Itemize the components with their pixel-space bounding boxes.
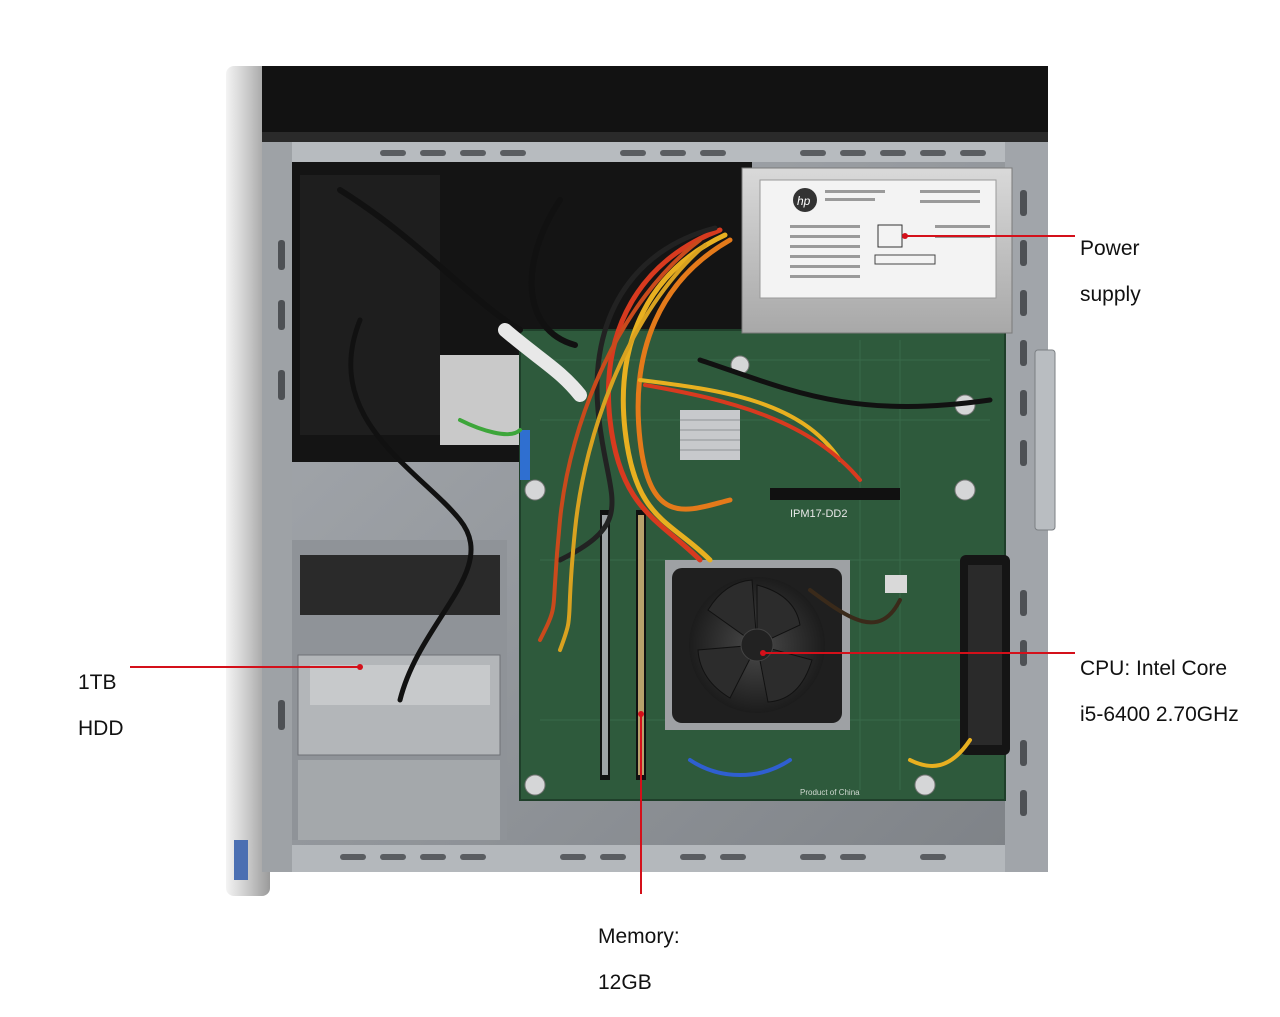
cpu-leader-dot (760, 650, 766, 656)
cpu-leader-line (763, 652, 1075, 654)
psu-leader-line (905, 235, 1075, 237)
cpu-cooler (665, 560, 850, 730)
power-supply-label: Power supply (1080, 237, 1141, 306)
rear-fan (960, 555, 1010, 755)
top-cover (262, 66, 1048, 142)
memory-leader-line (640, 714, 642, 894)
psu-leader-dot (902, 233, 908, 239)
hdd-bay (292, 540, 507, 840)
psu-brand-logo: hp (797, 194, 811, 208)
front-panel (226, 66, 270, 896)
cable-bundle (337, 187, 993, 777)
hdd-leader-line (130, 666, 360, 668)
hdd-leader-dot (357, 664, 363, 670)
board-model-text: IPM17-DD2 (790, 508, 847, 520)
cpu-label: CPU: Intel Core i5-6400 2.70GHz (1080, 657, 1239, 726)
power-supply-unit: hp (741, 167, 1013, 334)
memory-leader-dot (638, 711, 644, 717)
pc-tower-photo: IPM17-DD2 Product of China (226, 66, 1056, 896)
hdd-label: 1TB HDD (78, 671, 124, 740)
board-origin-text: Product of China (800, 788, 860, 797)
